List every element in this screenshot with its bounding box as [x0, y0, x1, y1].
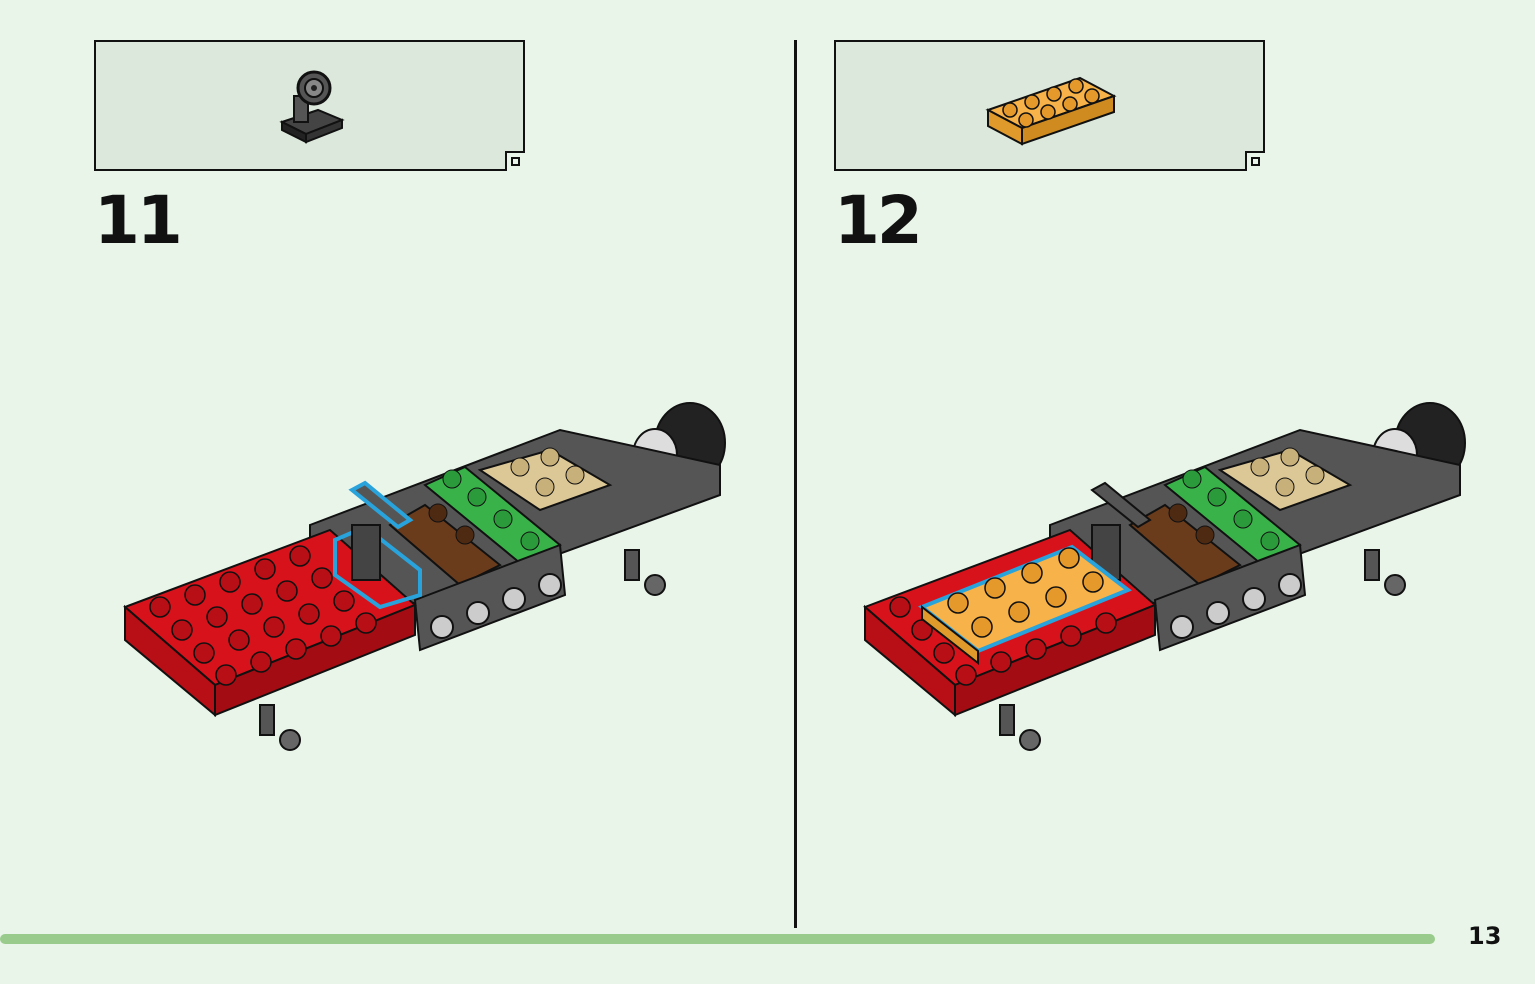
progress-bar-fill [0, 934, 1435, 944]
progress-bar [0, 934, 1435, 944]
parts-box-corner [1245, 151, 1265, 171]
step-number: 11 [94, 182, 183, 259]
step-number: 12 [834, 182, 923, 259]
parts-box-corner [505, 151, 525, 171]
step-11-model-illustration [123, 402, 726, 751]
step-divider [794, 40, 797, 928]
page-number: 13 [1468, 922, 1502, 950]
step-12-parts-box [834, 40, 1265, 171]
step-12-model-illustration [863, 402, 1466, 751]
steering-wheel-icon [279, 70, 345, 144]
orange-plate-2x4-icon [985, 76, 1117, 146]
step-11-parts-box [94, 40, 525, 171]
